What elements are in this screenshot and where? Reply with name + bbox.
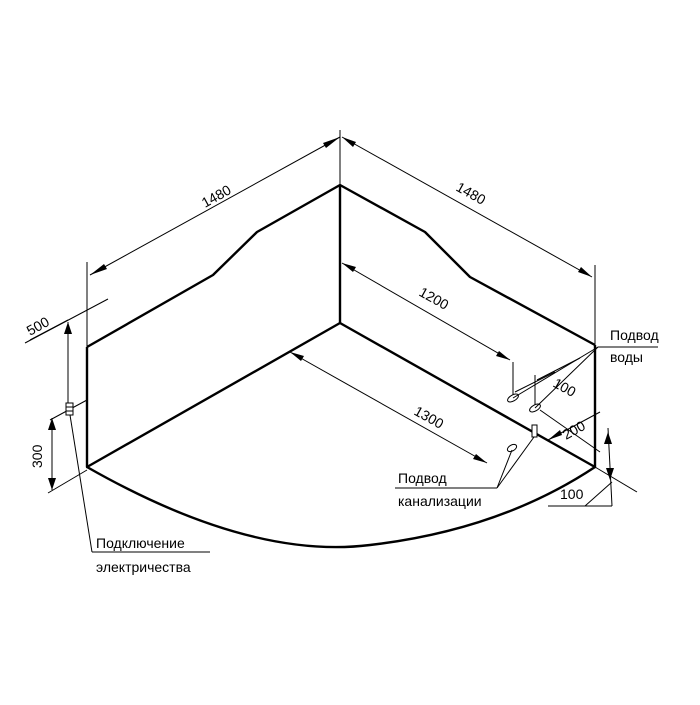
drain-label-line1: Подвод (398, 470, 447, 486)
electric-label-line2: электричества (96, 559, 191, 575)
dimension-right-1480: 1480 (341, 136, 596, 345)
front-apron-curve (86, 465, 596, 549)
dimension-offset-200: 200 (539, 409, 601, 453)
dimension-inner-1300: 1300 (289, 351, 488, 464)
electrical-outlet-marker (65, 402, 210, 553)
dim-label-100-bottom: 100 (560, 486, 584, 502)
dim-label-300: 300 (29, 444, 45, 468)
dimension-offset-100-top: 100 (514, 357, 581, 400)
drain-label-line2: канализации (398, 493, 482, 509)
electric-label-line1: Подключение (96, 535, 185, 551)
dimension-height-500: 500 (24, 298, 109, 412)
water-supply-markers (507, 346, 658, 413)
dim-label-100-top: 100 (551, 375, 579, 400)
dimension-offset-100-bottom: 100 (548, 427, 638, 507)
drain-markers (395, 424, 538, 489)
water-label-line1: Подвод (610, 327, 659, 343)
dimension-left-1480: 1480 (86, 130, 341, 347)
dim-label-1200: 1200 (417, 284, 452, 313)
dimension-height-300: 300 (29, 399, 88, 494)
dim-label-500: 500 (24, 313, 52, 338)
bathtub-outline (85, 183, 597, 549)
dimension-inner-1200: 1200 (341, 262, 511, 361)
dim-label-left-1480: 1480 (199, 181, 234, 210)
dim-label-1300: 1300 (412, 403, 447, 432)
water-label-line2: воды (610, 349, 643, 365)
dim-label-right-1480: 1480 (454, 179, 489, 208)
